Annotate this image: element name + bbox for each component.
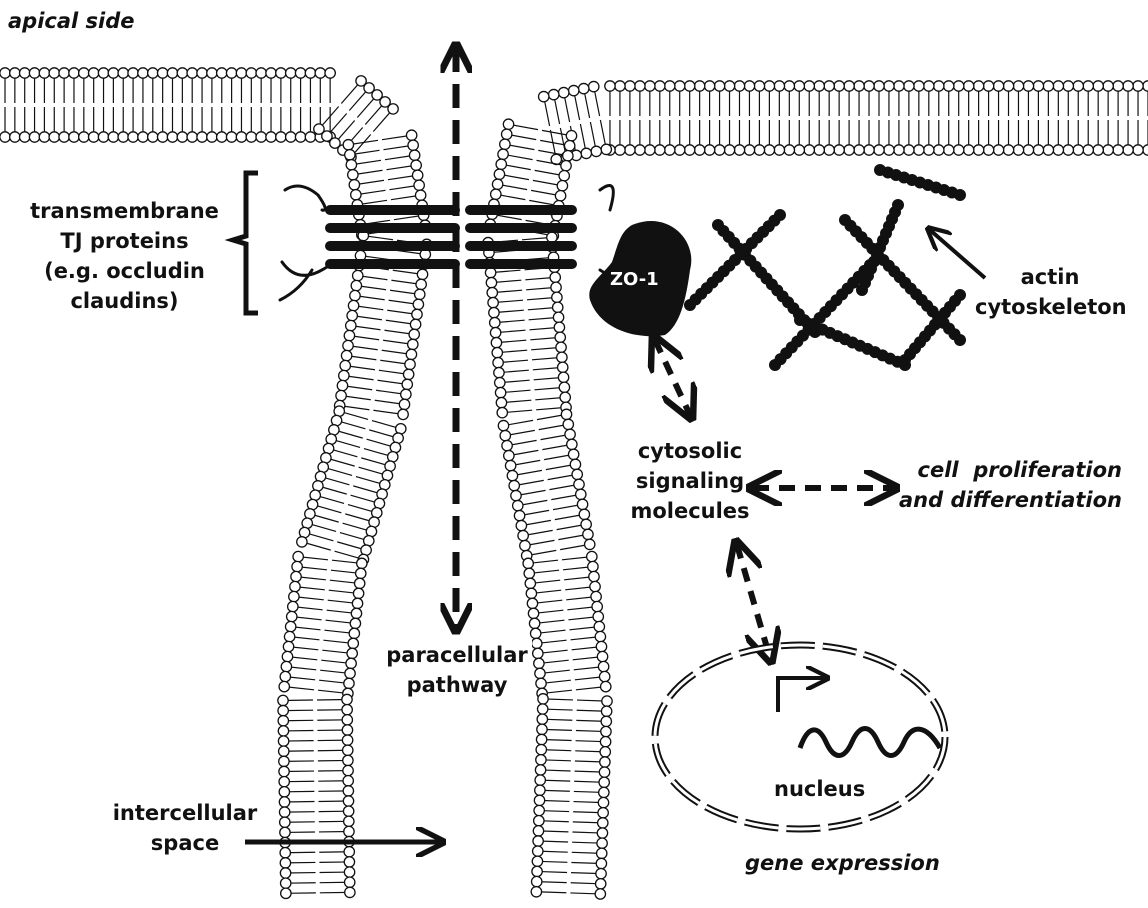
transmembrane-line-3: (e.g. occludin <box>12 256 237 286</box>
actin-line-1: actin <box>975 262 1125 292</box>
cytosolic-signaling-label: cytosolic signaling molecules <box>620 436 760 526</box>
proliferation-line-2: and differentiation <box>880 485 1122 515</box>
zo1-label: ZO-1 <box>610 265 659 295</box>
transmembrane-line-4: claudins) <box>12 286 237 316</box>
transcription-start-icon <box>778 678 825 712</box>
nucleus-label: nucleus <box>774 774 865 804</box>
intercellular-line-1: intercellular <box>100 798 270 828</box>
tj-protein-strands <box>280 186 616 301</box>
gene-expression-label: gene expression <box>745 848 940 878</box>
proliferation-line-1: cell proliferation <box>880 455 1122 485</box>
cytosolic-line-2: signaling <box>620 466 760 496</box>
zo1-signaling-arrow <box>655 340 690 415</box>
left-cell-membrane <box>0 68 432 899</box>
signaling-nucleus-arrow <box>737 545 770 658</box>
transmembrane-line-1: transmembrane <box>12 196 237 226</box>
proliferation-label: cell proliferation and differentiation <box>880 455 1122 515</box>
cytosolic-line-1: cytosolic <box>620 436 760 466</box>
transmembrane-line-2: TJ proteins <box>12 226 237 256</box>
apical-side-label: apical side <box>8 6 135 36</box>
mrna-wave-icon <box>800 729 940 756</box>
cytosolic-line-3: molecules <box>620 496 760 526</box>
paracellular-line-1: paracellular <box>382 640 532 670</box>
paracellular-line-2: pathway <box>382 670 532 700</box>
intercellular-space-label: intercellular space <box>100 798 270 858</box>
actin-line-2: cytoskeleton <box>975 292 1125 322</box>
actin-filaments <box>684 164 966 371</box>
paracellular-pathway-label: paracellular pathway <box>382 640 532 700</box>
intercellular-line-2: space <box>100 828 270 858</box>
actin-label: actin cytoskeleton <box>975 262 1125 322</box>
transmembrane-label: transmembrane TJ proteins (e.g. occludin… <box>12 196 237 316</box>
